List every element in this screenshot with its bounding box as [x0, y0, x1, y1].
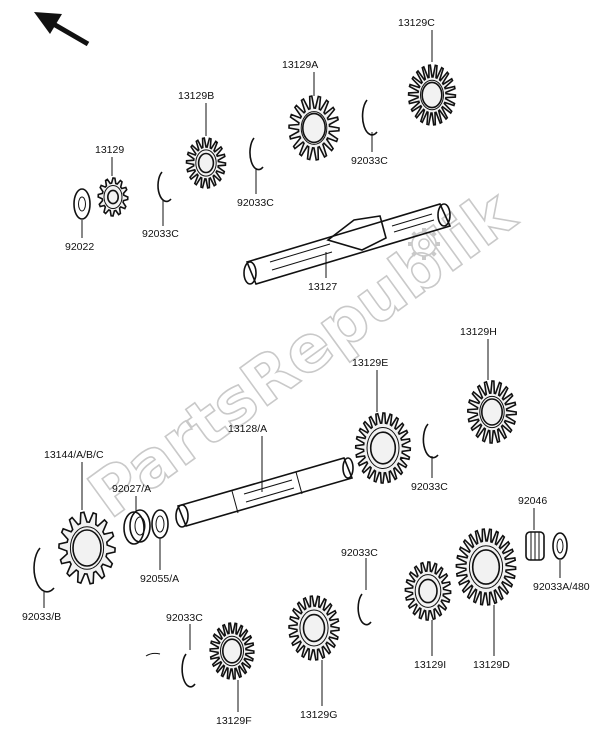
front-arrow-icon [34, 12, 90, 47]
gear-bore [471, 549, 501, 585]
gear-teeth [209, 622, 255, 680]
label-92033c-a: 92033C [142, 228, 179, 240]
output-shaft-13128a [175, 457, 354, 528]
gear-teeth [288, 95, 340, 161]
part-labels: 13129C 13129A 13129B 13129 92033C 92033C… [22, 17, 590, 727]
gear-13129c [407, 64, 457, 126]
gear-13129b [185, 137, 227, 189]
circlip-92033c-c [361, 99, 378, 136]
gear-bore [107, 189, 120, 205]
label-92055a: 92055/A [140, 573, 179, 585]
label-13129: 13129 [95, 144, 124, 156]
circlip-92033c-f [181, 653, 196, 688]
label-13129c: 13129C [398, 17, 435, 29]
label-13144: 13144/A/B/C [44, 449, 104, 461]
gear-bore [301, 112, 326, 144]
gear-rim [195, 149, 217, 177]
gear-13129h [466, 380, 518, 444]
gear-bore [302, 613, 326, 643]
gear-bore [222, 638, 243, 664]
gear-rim [300, 111, 328, 145]
gear-13129e [354, 412, 412, 484]
label-92033a-480: 92033A/480 [533, 581, 590, 593]
gear-rim [414, 574, 442, 608]
circlip-92033c-b [249, 137, 264, 171]
circlip-92033c-e [357, 593, 372, 626]
gear-teeth [455, 528, 517, 606]
gear-13129d [455, 528, 517, 606]
label-13127: 13127 [308, 281, 337, 293]
gear-logo-icon [408, 228, 440, 260]
gear-rim [420, 79, 444, 111]
input-shaft-13127 [243, 203, 452, 285]
label-13128a: 13128/A [228, 423, 267, 435]
gear-rim [468, 545, 504, 589]
gear-teeth [404, 561, 452, 621]
washer-92022 [73, 188, 91, 220]
gear-bore [480, 398, 503, 426]
gear-13129i [404, 561, 452, 621]
circlip-92033c-a [157, 171, 172, 203]
washer-92033a-480 [552, 532, 568, 560]
gear-rim [220, 635, 244, 667]
gear-rim [366, 427, 400, 469]
mark-dash [145, 652, 161, 657]
gear-teeth [58, 511, 116, 585]
gear-teeth [354, 412, 412, 484]
circlip-92033c-d [422, 423, 439, 459]
gear-13129f [209, 622, 255, 680]
sprocket-13144 [58, 511, 116, 585]
collar-92027a [123, 509, 151, 545]
gear-bore [421, 81, 443, 109]
gear-13129g [288, 595, 340, 661]
label-92033c-c: 92033C [351, 155, 388, 167]
label-92027a: 92027/A [112, 483, 151, 495]
gear-bore [418, 578, 438, 604]
gear-teeth [288, 595, 340, 661]
leader-lines [43, 30, 561, 712]
gear-bore [197, 152, 215, 174]
label-92046: 92046 [518, 495, 547, 507]
gear-teeth [466, 380, 518, 444]
gear-rim [299, 609, 329, 647]
gear-bore [72, 529, 102, 567]
label-92022: 92022 [65, 241, 94, 253]
gear-teeth [407, 64, 457, 126]
label-92033c-d: 92033C [411, 481, 448, 493]
label-13129d: 13129D [473, 659, 510, 671]
circlip-92033b [33, 547, 55, 593]
gear-teeth [185, 137, 227, 189]
gear-rim [479, 395, 505, 429]
label-13129i: 13129I [414, 659, 446, 671]
label-13129b: 13129B [178, 90, 214, 102]
label-13129e: 13129E [352, 357, 388, 369]
label-92033c-f: 92033C [166, 612, 203, 624]
gear-13129a [288, 95, 340, 161]
gear-13129 [97, 177, 129, 217]
needle-bearing-92046 [525, 531, 545, 561]
oil-seal-92055a [151, 509, 169, 539]
gear-rim [69, 526, 105, 570]
label-92033b: 92033/B [22, 611, 61, 623]
label-13129g: 13129G [300, 709, 337, 721]
label-92033c-e: 92033C [341, 547, 378, 559]
gear-rim [103, 185, 123, 209]
gear-bore [369, 431, 397, 465]
label-13129h: 13129H [460, 326, 497, 338]
label-92033c-b: 92033C [237, 197, 274, 209]
label-13129a: 13129A [282, 59, 318, 71]
label-13129f: 13129F [216, 715, 252, 727]
gear-teeth [97, 177, 129, 217]
